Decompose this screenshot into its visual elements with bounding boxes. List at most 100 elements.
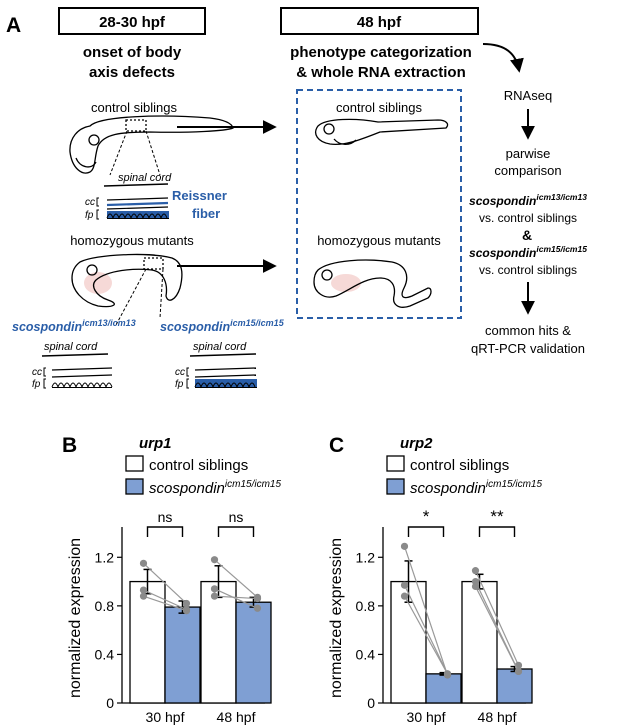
fp-label-3: fp <box>175 379 184 390</box>
data-point <box>139 559 148 567</box>
spinal-cord-label-1: spinal cord <box>118 172 172 184</box>
homozygous-mutants-left: homozygous mutants <box>70 233 194 248</box>
x-category-label: 30 hpf <box>146 709 185 725</box>
data-point <box>182 599 191 608</box>
significance-label: ns <box>158 509 173 525</box>
paired-line <box>143 589 187 611</box>
data-point <box>400 581 409 589</box>
legend-swatch-control <box>386 455 405 472</box>
y-tick-label: 0.4 <box>356 646 376 662</box>
reissner-label-1: Reissner <box>172 188 227 203</box>
cc-label-3: cc <box>175 367 185 378</box>
onset-text-1: onset of body <box>83 44 182 61</box>
paired-line <box>403 584 449 675</box>
legend-swatch-mutant <box>125 478 144 495</box>
panel-a-label: A <box>6 14 21 37</box>
data-point <box>210 585 219 593</box>
zoom-line-mutant-2 <box>159 268 164 319</box>
data-point <box>253 604 262 612</box>
flow-vs-1: vs. control siblings <box>479 211 577 225</box>
flow-comparison: comparison <box>494 163 561 178</box>
y-tick-label: 1.2 <box>95 549 115 565</box>
bar-mutant <box>235 601 272 704</box>
chart-title: urp2 <box>400 435 433 452</box>
arrow-to-rnaseq <box>482 43 524 73</box>
legend-label-mutant: scospondinicm15/icm15 <box>410 479 542 497</box>
paired-line <box>403 546 449 676</box>
zoom-line-control-1 <box>109 130 128 176</box>
flow-hits-1: common hits & <box>485 323 571 338</box>
flow-allele1: scospondinicm13/icm13 <box>469 192 587 208</box>
x-category-label: 48 hpf <box>217 709 256 725</box>
spinal-cord-diagram-icm13 <box>43 367 113 389</box>
homozygous-mutants-right: homozygous mutants <box>317 233 441 248</box>
stage-box-48 <box>280 7 479 35</box>
paired-line <box>403 595 449 675</box>
spinal-cord-top-line-3 <box>189 353 257 357</box>
spinal-cord-top-line-1 <box>103 183 169 187</box>
significance-bracket <box>478 526 516 537</box>
data-point <box>400 592 409 600</box>
y-tick-label: 1.2 <box>356 549 376 565</box>
flow-ampersand: & <box>522 227 532 243</box>
onset-text-2: axis defects <box>89 64 175 81</box>
allele1-label: scospondinicm13/icm13 <box>12 318 136 334</box>
panel-c-label: C <box>329 434 344 457</box>
chart-urp1: urp1 control siblings scospondinicm15/icm1… <box>67 435 281 725</box>
legend-swatch-mutant <box>386 478 405 495</box>
y-tick-label: 0.8 <box>95 598 115 614</box>
spinal-cord-label-3: spinal cord <box>193 341 247 353</box>
legend-label-control: control siblings <box>149 457 248 474</box>
cc-label-1: cc <box>85 197 95 208</box>
stage-box-48-label: 48 hpf <box>357 14 402 31</box>
zoom-line-mutant-1 <box>115 268 147 326</box>
data-point <box>514 667 523 676</box>
data-point <box>182 607 191 615</box>
stage-box-28-30-label: 28-30 hpf <box>99 14 166 31</box>
bar-control <box>200 580 237 704</box>
spinal-cord-label-2: spinal cord <box>44 341 98 353</box>
data-point <box>210 592 219 600</box>
data-point <box>210 556 219 564</box>
legend-label-control: control siblings <box>410 457 509 474</box>
cc-label-2: cc <box>32 367 42 378</box>
bar-mutant <box>496 668 533 704</box>
fp-label-2: fp <box>32 379 41 390</box>
x-category-label: 30 hpf <box>407 709 446 725</box>
significance-bracket <box>217 526 255 537</box>
allele2-label: scospondinicm15/icm15 <box>160 318 285 334</box>
bar-control <box>461 580 498 704</box>
paired-line <box>474 570 520 666</box>
y-tick-label: 0.8 <box>356 598 376 614</box>
pheno-text-2: & whole RNA extraction <box>296 64 465 81</box>
paired-line <box>474 586 520 672</box>
mutant-embryo-48hpf-illustration <box>313 259 432 308</box>
data-point <box>400 542 409 550</box>
legend-label-mutant: scospondinicm15/icm15 <box>149 479 281 497</box>
data-point <box>471 582 480 591</box>
flow-parwise: parwise <box>506 146 551 161</box>
flow-rnaseq: RNAseq <box>504 88 552 103</box>
rna-extraction-dashed-box <box>296 89 462 319</box>
control-embryo-28hpf-illustration <box>69 115 234 174</box>
chart-title: urp1 <box>139 435 172 452</box>
significance-bracket <box>146 526 184 537</box>
flow-vs-2: vs. control siblings <box>479 263 577 277</box>
x-category-label: 48 hpf <box>478 709 517 725</box>
stage-box-28-30 <box>58 7 206 35</box>
pheno-text-1: phenotype categorization <box>290 44 472 61</box>
zoom-line-control-2 <box>145 130 161 176</box>
panel-b-label: B <box>62 434 77 457</box>
paired-line <box>143 595 187 612</box>
significance-label: * <box>423 507 430 526</box>
spinal-cord-diagram-icm15 <box>186 367 257 389</box>
paired-line <box>214 588 258 609</box>
data-point <box>253 594 262 603</box>
control-siblings-left: control siblings <box>91 100 177 115</box>
spinal-cord-diagram-control <box>96 197 169 220</box>
significance-label: ns <box>229 509 244 525</box>
data-point <box>443 670 452 678</box>
data-point <box>139 586 148 594</box>
